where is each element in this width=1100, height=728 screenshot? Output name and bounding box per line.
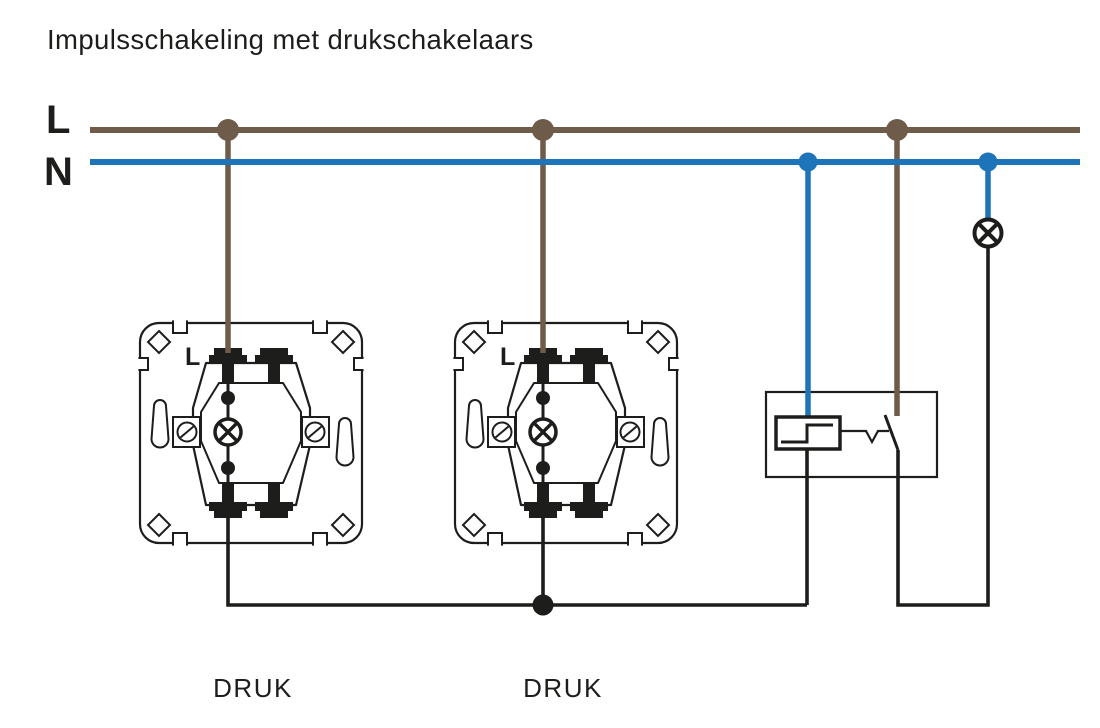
junction-dot-neutral-2 <box>978 152 998 172</box>
lamp-feed-wire <box>896 246 990 607</box>
junction-dot-live-1 <box>217 119 239 141</box>
impulse-step-icon <box>781 423 833 444</box>
neutral-rail-label: N <box>44 150 73 194</box>
return-wire-switches <box>226 517 807 607</box>
relay-contact-blade <box>883 414 900 451</box>
switch-1-caption: DRUK <box>213 673 293 703</box>
switch-2-terminal-label: L <box>500 343 515 371</box>
lamp-icon <box>972 217 1004 249</box>
junction-dot-neutral-1 <box>798 152 818 172</box>
push-switch-1 <box>136 318 366 548</box>
relay-linkage <box>840 429 889 445</box>
switch-2-caption: DRUK <box>523 673 603 703</box>
switch-1-terminal-label: L <box>185 343 200 371</box>
junction-dot-live-2 <box>532 119 554 141</box>
push-switch-2 <box>451 318 681 548</box>
live-rail-label: L <box>46 98 70 142</box>
junction-dot-return <box>532 594 554 616</box>
junction-dot-live-3 <box>886 119 908 141</box>
page-title: Impulsschakeling met drukschakelaars <box>47 24 534 55</box>
